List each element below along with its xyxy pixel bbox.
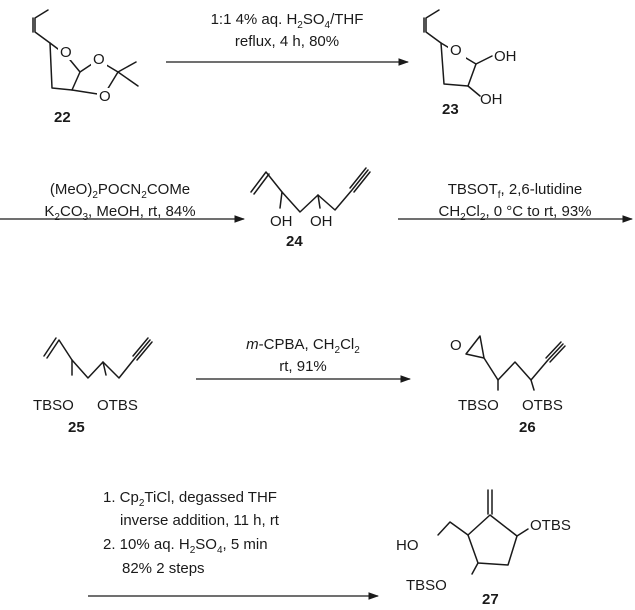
compound-27-otbs: OTBS <box>530 517 571 534</box>
step-4-conditions-line-2: rt, 91% <box>279 358 327 375</box>
compound-27-label: 27 <box>482 591 499 608</box>
step-2-conditions-line-2: K2CO3, MeOH, rt, 84% <box>44 203 195 223</box>
step-4-conditions-line-1: m-CPBA, CH2Cl2 <box>246 336 360 356</box>
compound-24-oh-right: OH <box>310 213 333 230</box>
compound-22-o-lower: O <box>99 88 111 105</box>
compound-25-otbs: OTBS <box>97 397 138 414</box>
compound-23-o-ring: O <box>450 42 462 59</box>
step-1-conditions-line-1: 1:1 4% aq. H2SO4/THF <box>211 11 364 31</box>
step-5-conditions-line-3: 2. 10% aq. H2SO4, 5 min <box>103 536 268 556</box>
compound-26-tbso: TBSO <box>458 397 499 414</box>
step-3-conditions-line-1: TBSOTf, 2,6-lutidine <box>448 181 583 201</box>
compound-27-tbso: TBSO <box>406 577 447 594</box>
compound-26-label: 26 <box>519 419 536 436</box>
compound-25-tbso: TBSO <box>33 397 74 414</box>
step-2-conditions-line-1: (MeO)2POCN2COMe <box>50 181 190 201</box>
step-5-conditions-line-1: 1. Cp2TiCl, degassed THF <box>103 489 277 509</box>
compound-24-structure <box>250 167 371 213</box>
step-5-conditions-line-2: inverse addition, 11 h, rt <box>120 512 280 529</box>
compound-24-oh-left: OH <box>270 213 293 230</box>
compound-24-label: 24 <box>286 233 303 250</box>
compound-26-epoxide-o: O <box>450 337 462 354</box>
compound-27-structure <box>437 489 529 575</box>
compound-23-oh-lower: OH <box>480 91 503 108</box>
compound-26-otbs: OTBS <box>522 397 563 414</box>
compound-22-o-ring: O <box>60 44 72 61</box>
compound-23-structure <box>423 9 493 97</box>
step-3-conditions-line-2: CH2Cl2, 0 °C to rt, 93% <box>438 203 591 223</box>
compound-22-o-upper: O <box>93 51 105 68</box>
compound-25-label: 25 <box>68 419 85 436</box>
compound-22-label: 22 <box>54 109 71 126</box>
step-1-conditions-line-2: reflux, 4 h, 80% <box>235 33 339 50</box>
step-5-conditions-line-4: 82% 2 steps <box>122 560 205 577</box>
compound-25-structure <box>43 337 153 379</box>
compound-26-structure <box>449 335 566 391</box>
compound-23-label: 23 <box>442 101 459 118</box>
compound-22-structure <box>32 9 139 104</box>
compound-27-ho: HO <box>396 537 419 554</box>
compound-23-oh-upper: OH <box>494 48 517 65</box>
